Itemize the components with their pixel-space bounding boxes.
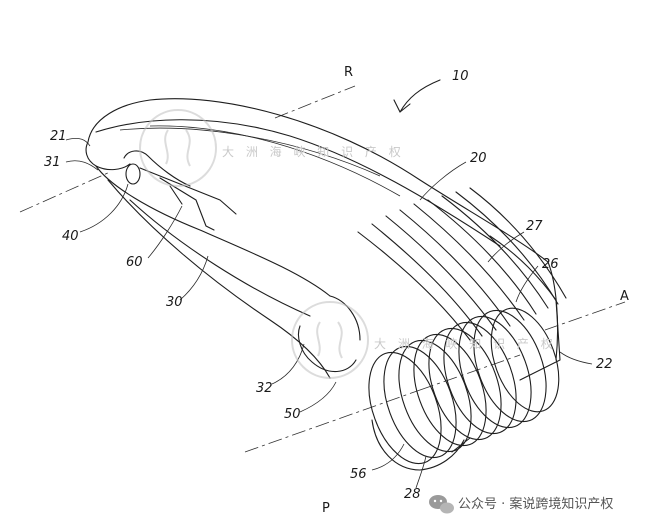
label-30: 30 (166, 295, 183, 310)
device-arrow (393, 79, 441, 113)
watermark-brand-bottom: 大 洲 海 峡 知 识 产 权 (374, 336, 557, 351)
footer-watermark-text: 公众号 · 案说跨境知识产权 (458, 496, 613, 512)
label-21: 21 (50, 129, 67, 144)
label-31: 31 (44, 155, 61, 170)
label-32: 32 (256, 381, 273, 396)
rib-set (357, 187, 567, 381)
device-body (85, 98, 549, 379)
label-50: 50 (284, 407, 301, 422)
axis-a-line (544, 301, 626, 331)
watermark-logo-bottom (291, 301, 369, 379)
footer-watermark: 公众号 · 案说跨境知识产权 (429, 495, 613, 514)
label-26: 26 (542, 257, 559, 272)
label-56: 56 (350, 467, 367, 482)
label-10: 10 (452, 69, 469, 84)
axis-lines (19, 85, 626, 453)
label-22: 22 (596, 357, 613, 372)
wechat-icon (429, 495, 454, 514)
axis-left-line (19, 171, 111, 213)
label-40: 40 (62, 229, 79, 244)
axis-r-line (274, 85, 356, 119)
label-28: 28 (404, 487, 421, 502)
reference-labels: 10 R 21 31 40 60 30 20 27 26 A 22 32 50 … (44, 65, 629, 516)
label-20: 20 (470, 151, 487, 166)
leader-lines (65, 138, 593, 489)
axis-p-line-2 (419, 354, 521, 391)
label-r: R (344, 65, 353, 80)
watermark-logo-top (139, 109, 217, 187)
label-a: A (620, 289, 629, 304)
label-p: P (322, 501, 330, 516)
label-60: 60 (126, 255, 143, 270)
label-27: 27 (526, 219, 543, 234)
coil-loops (368, 307, 560, 471)
watermark-brand-top: 大 洲 海 峡 知 识 产 权 (222, 144, 405, 159)
axis-p-line (244, 389, 421, 453)
